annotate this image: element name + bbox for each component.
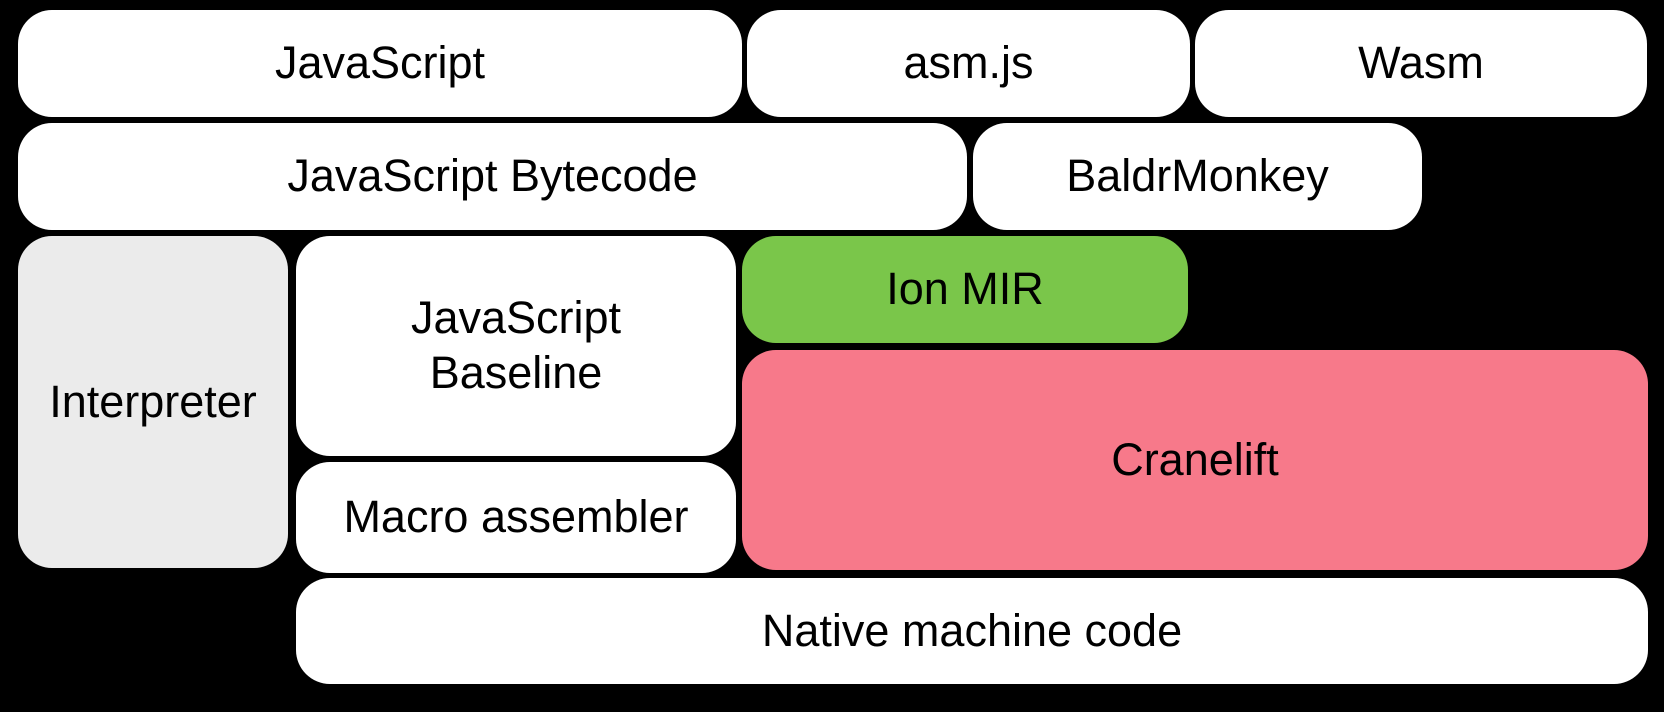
box-asm-js: asm.js <box>747 10 1190 117</box>
box-ion-mir: Ion MIR <box>742 236 1188 343</box>
box-baldrmonkey: BaldrMonkey <box>973 123 1422 230</box>
box-interpreter: Interpreter <box>18 236 288 568</box>
box-javascript-baseline: JavaScript Baseline <box>296 236 736 456</box>
box-javascript: JavaScript <box>18 10 742 117</box>
box-javascript-bytecode: JavaScript Bytecode <box>18 123 967 230</box>
box-native-machine-code: Native machine code <box>296 578 1648 684</box>
box-cranelift: Cranelift <box>742 350 1648 570</box>
box-wasm: Wasm <box>1195 10 1647 117</box>
box-macro-assembler: Macro assembler <box>296 462 736 573</box>
